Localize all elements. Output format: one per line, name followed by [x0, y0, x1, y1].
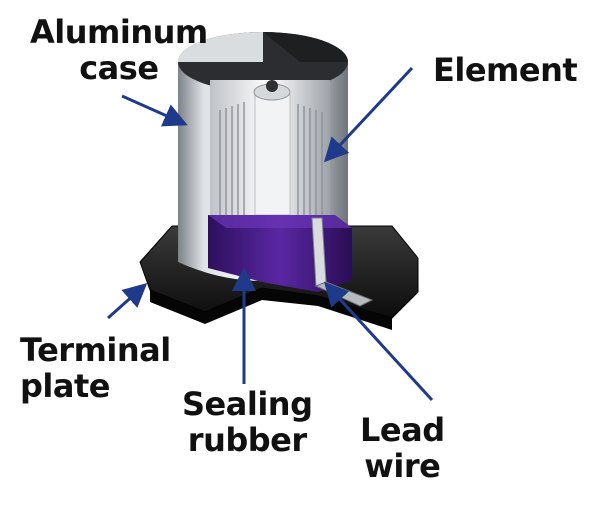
label-terminal-plate-line2: plate [20, 367, 110, 405]
label-aluminum-case-line1: Aluminum [30, 13, 208, 51]
label-sealing-rubber-line1: Sealing [182, 385, 313, 423]
arrow-aluminum-case [121, 94, 188, 127]
label-aluminum-case-line2: case [79, 49, 159, 87]
label-terminal-plate-line1: Terminal [20, 331, 171, 369]
label-element: Element [433, 51, 578, 89]
label-aluminum-case: Aluminum case [30, 14, 208, 86]
leader-arrows [107, 66, 434, 402]
label-terminal-plate: Terminal plate [20, 332, 171, 404]
element-windings-left [219, 102, 245, 215]
label-lead-wire-line2: wire [364, 447, 441, 485]
label-element-line1: Element [433, 51, 578, 89]
label-lead-wire-line1: Lead [360, 411, 445, 449]
label-sealing-rubber-line2: rubber [187, 421, 307, 459]
element-windings-right [297, 104, 323, 215]
label-lead-wire: Lead wire [360, 412, 445, 484]
arrow-terminal-plate [107, 283, 148, 320]
arrow-lead-wire [323, 281, 434, 402]
arrow-element [323, 66, 414, 163]
cutaway-interior [210, 80, 330, 216]
label-sealing-rubber: Sealing rubber [182, 385, 313, 459]
